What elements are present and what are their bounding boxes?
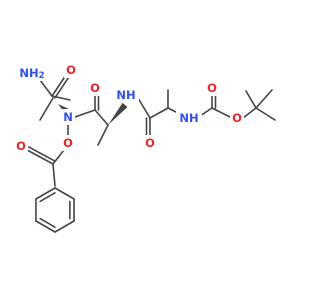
nh2-subscript: 2 xyxy=(39,71,45,81)
label-mask xyxy=(16,65,50,81)
label-mask xyxy=(143,135,157,151)
bond-tbu-methyl-2 xyxy=(255,107,276,121)
nh2-text: NH2 xyxy=(19,66,44,81)
label-mask xyxy=(113,87,139,103)
bond-carbonyl2-calpha xyxy=(94,109,109,126)
bond-ring-inner xyxy=(39,192,56,203)
bond-amide-c-o xyxy=(51,74,67,97)
bond-carbonyl-o xyxy=(26,149,54,165)
amide-o-label: O xyxy=(66,63,76,77)
bond-tbu-methyl-3 xyxy=(245,90,257,109)
bond-ring-inner xyxy=(39,217,56,228)
bond-carbonyl-ring xyxy=(52,163,56,187)
bond-boc-carbonyl-oester xyxy=(211,107,233,119)
boc-ester-o-label: O xyxy=(232,111,242,125)
ala3-nh-label: NH xyxy=(179,111,198,125)
label-mask xyxy=(205,80,219,96)
bond-lines xyxy=(26,74,276,233)
bond-tbu-methyl-1 xyxy=(255,89,273,109)
bond-ring xyxy=(35,220,56,233)
label-mask xyxy=(61,109,75,125)
n-main-o-label: O xyxy=(63,136,73,150)
molecule-structure: NH2 O N O O NH O NH O O O xyxy=(14,62,276,233)
bond-ring xyxy=(54,187,75,200)
bond-carbonyl-o xyxy=(27,146,56,162)
bond-calpha2-methyl xyxy=(97,124,109,146)
boc-carbonyl-o-label: O xyxy=(207,81,217,95)
bond-amide-c-o xyxy=(54,76,70,99)
bond-carbonyl3-calpha xyxy=(149,107,169,119)
ala3-o-label: O xyxy=(145,136,155,150)
bond-oester-tbu xyxy=(242,107,257,119)
label-mask xyxy=(14,138,28,154)
benzoyl-o-label: O xyxy=(16,139,26,153)
label-mask xyxy=(61,135,75,151)
bond-calpha-methyl xyxy=(39,97,54,121)
label-mask xyxy=(176,110,202,126)
bond-ring xyxy=(35,187,56,200)
ala2-o-label: O xyxy=(90,81,100,95)
label-mask xyxy=(64,62,78,78)
bond-o-carbonyl xyxy=(52,149,65,165)
nh2-label: NH2 xyxy=(19,66,44,81)
label-mask xyxy=(230,110,244,126)
ala2-nh-label: NH xyxy=(116,88,135,102)
bond-n-carbonyl2 xyxy=(74,109,96,118)
bond-ring xyxy=(54,220,75,233)
bond-amide-c-nh2 xyxy=(39,79,53,97)
label-mask xyxy=(88,80,102,96)
wedge-calpha2-nh xyxy=(108,102,128,125)
atom-labels: NH2 O N O O NH O NH O O O xyxy=(14,62,244,154)
n-main-label: N xyxy=(63,110,73,124)
bond-nh-carbonyl3 xyxy=(137,97,151,119)
